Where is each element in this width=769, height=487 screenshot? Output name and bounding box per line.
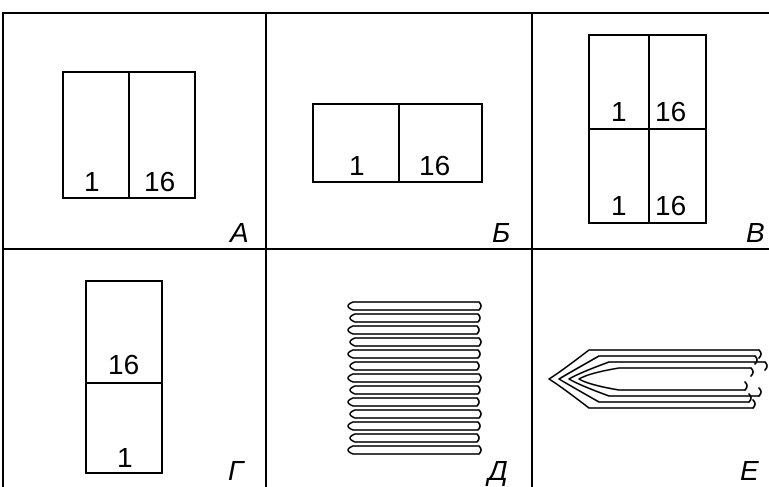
sheet-edge-stroke [745, 368, 753, 390]
nested-folded-sheets-illustration [533, 250, 769, 487]
folded-sheet-stroke [348, 326, 479, 334]
nested-sheet-stroke [579, 368, 751, 390]
panel-b: 1 16 Б [267, 14, 531, 248]
folded-sheet-stroke [350, 434, 479, 442]
panel-g: 16 1 Г [4, 250, 265, 487]
nested-sheet-stroke [569, 362, 765, 396]
page-number-top-right: 16 [655, 98, 686, 126]
folded-sheet-stroke [348, 446, 481, 454]
folded-sheet-stroke [350, 338, 481, 346]
folded-sheet-stroke [350, 410, 481, 418]
stacked-folded-sheets-illustration [267, 250, 531, 487]
panel-letter: А [230, 219, 249, 247]
sheet-edge-stroke [759, 362, 767, 396]
panel-letter: Е [740, 457, 759, 485]
panel-letter: Б [492, 219, 510, 247]
folded-sheet-stroke [348, 398, 479, 406]
page-number-right: 16 [419, 152, 450, 180]
page-number-right: 16 [144, 168, 175, 196]
page-number-left: 1 [84, 168, 100, 196]
folded-sheet-stroke [348, 374, 481, 382]
panel-v: 1 16 1 16 В [533, 14, 769, 248]
page-number-left: 1 [349, 152, 365, 180]
folded-sheet-stroke [350, 362, 479, 370]
panel-letter: Д [488, 457, 508, 485]
folded-sheet-stroke [350, 386, 480, 394]
page-number-top-left: 1 [611, 98, 627, 126]
folded-sheet-stroke [348, 350, 480, 358]
page-number-bottom: 1 [117, 444, 133, 472]
folded-sheet-stroke [348, 422, 480, 430]
folded-sheet-stroke [350, 314, 480, 322]
panel-a: 1 16 А [4, 14, 265, 248]
panel-letter: В [746, 219, 765, 247]
panel-e: Е [533, 250, 769, 487]
page-number-bottom-right: 16 [655, 192, 686, 220]
folded-sheet-stroke [348, 302, 481, 310]
nested-sheet-stroke [559, 356, 755, 402]
sheet-edge-stroke [749, 356, 757, 402]
panel-letter: Г [228, 457, 243, 485]
page-number-top: 16 [108, 351, 139, 379]
page-number-bottom-left: 1 [611, 192, 627, 220]
panel-d: Д [267, 250, 531, 487]
